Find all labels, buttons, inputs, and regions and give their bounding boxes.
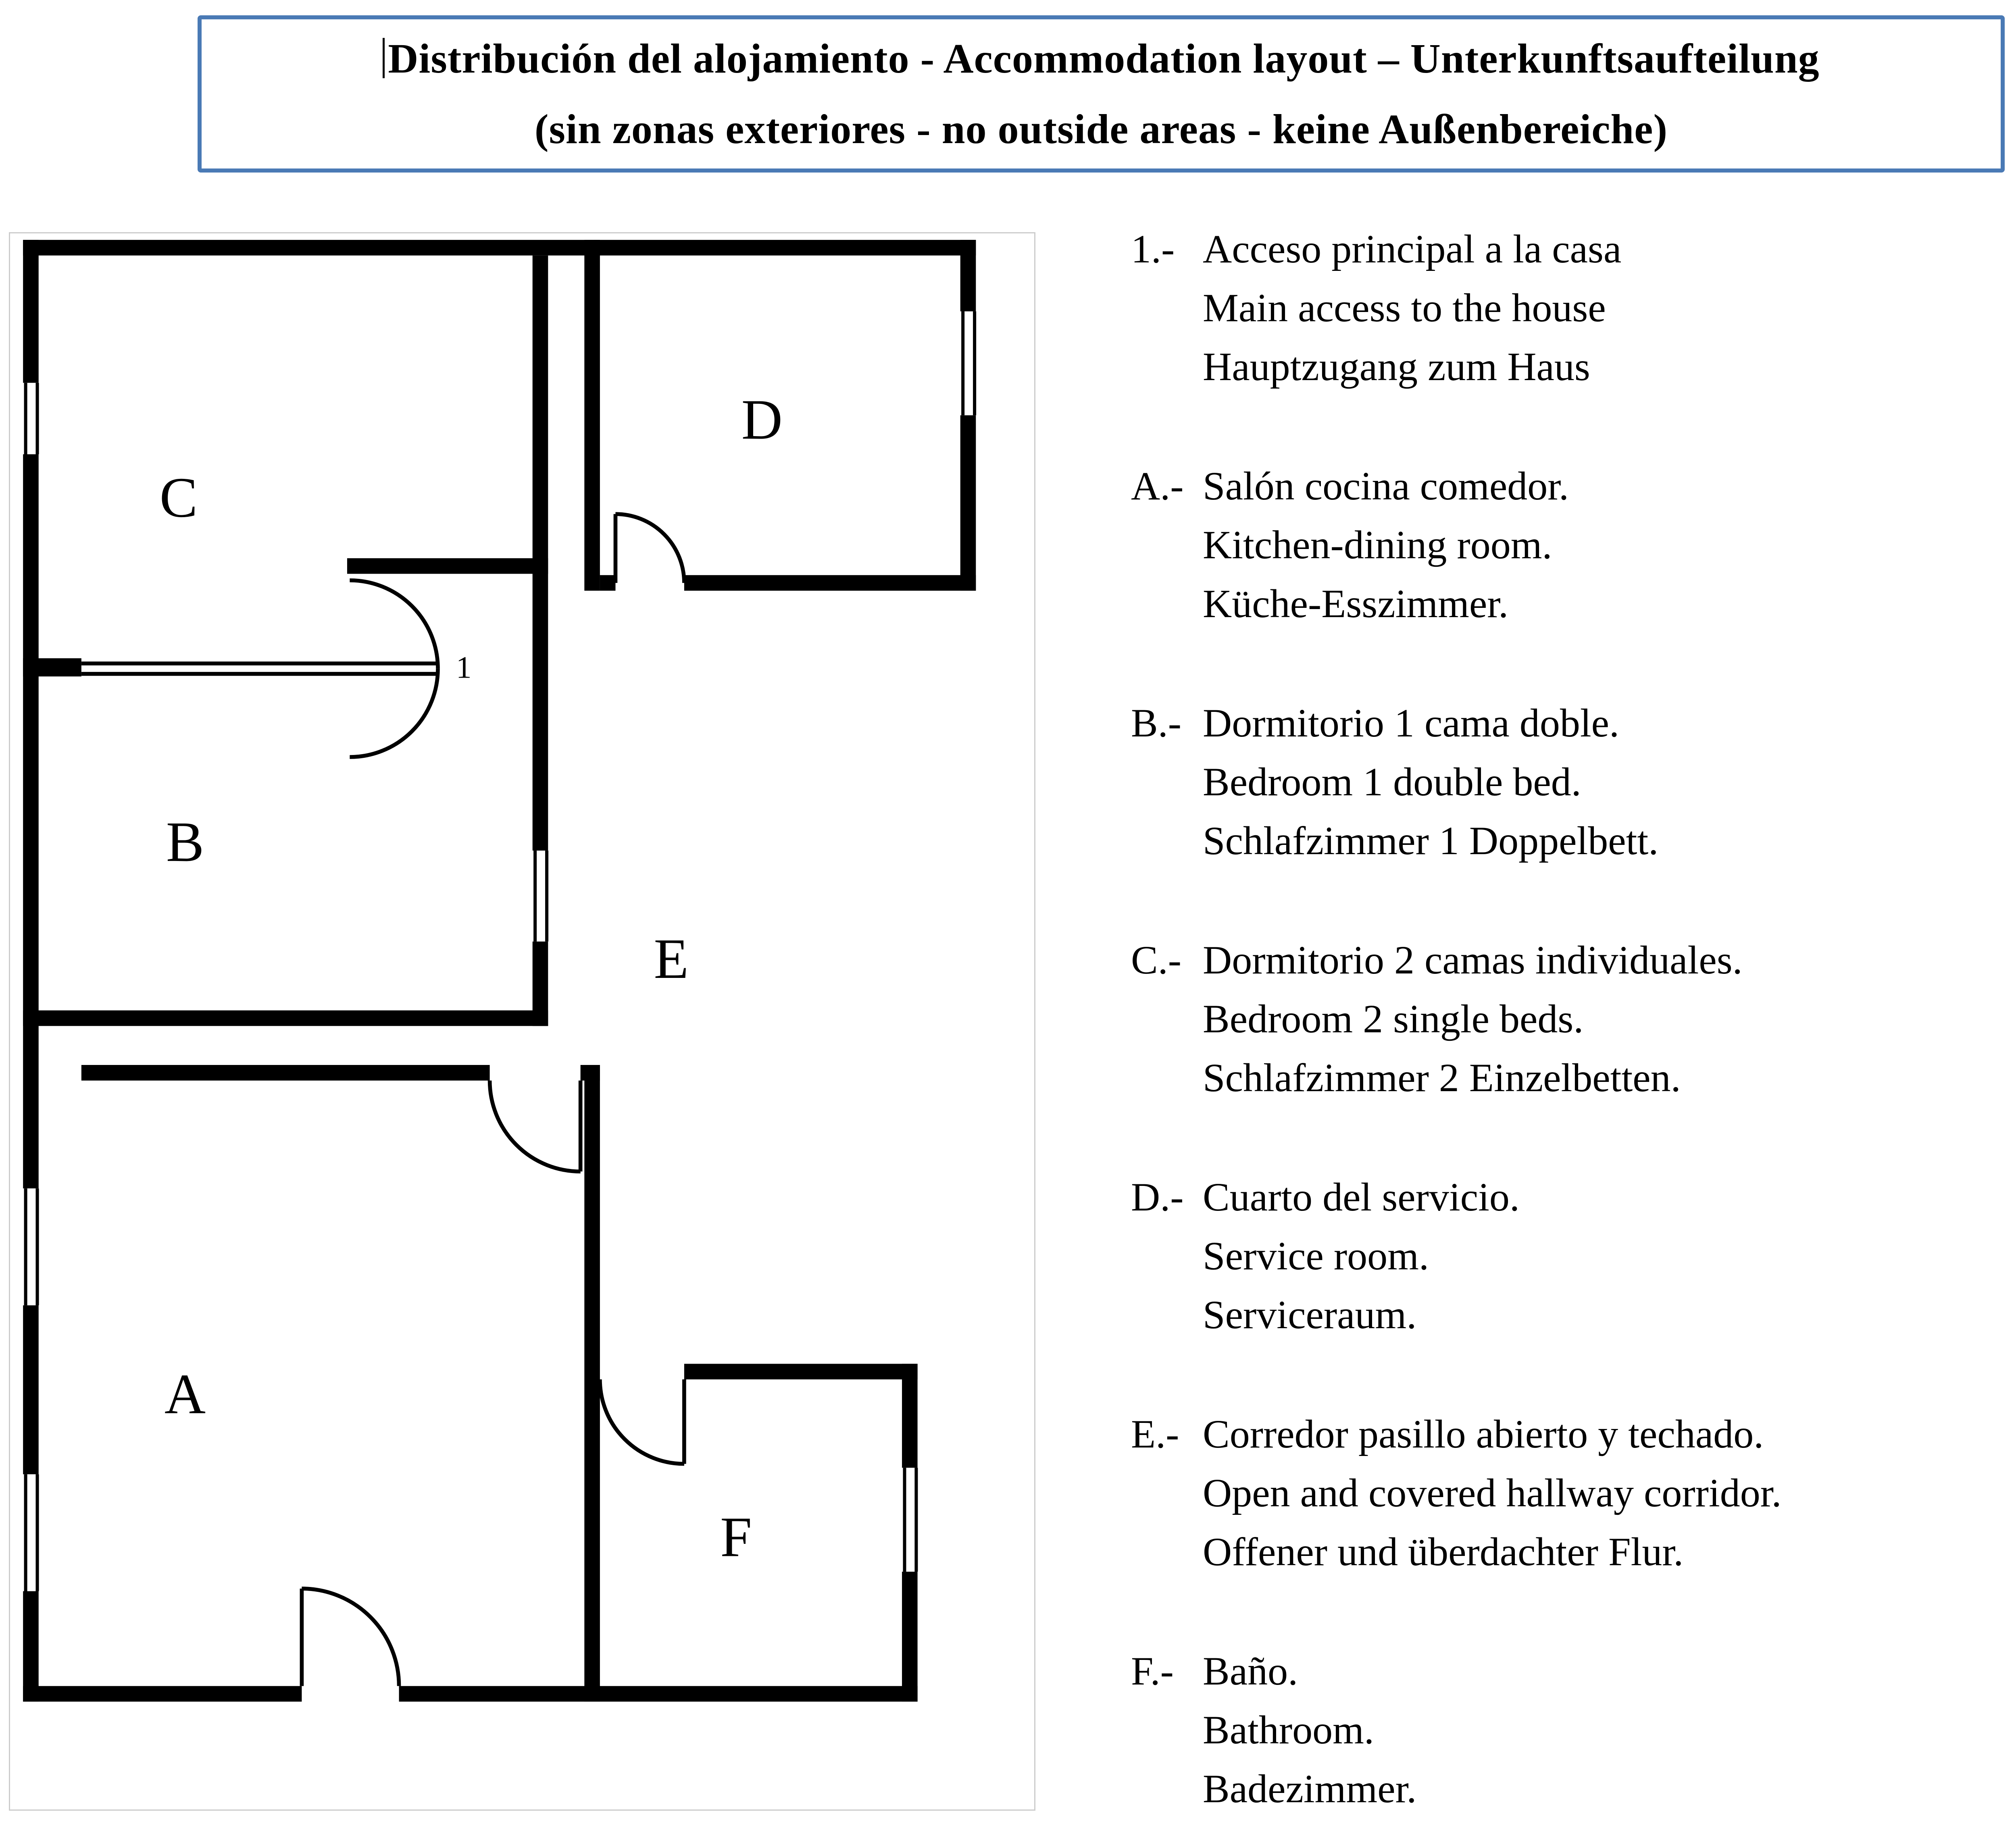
legend-line-es: Baño.: [1203, 1649, 1298, 1693]
room-label-a: A: [165, 1362, 206, 1426]
title-line-1: Distribución del alojamiento - Accommoda…: [383, 23, 1819, 94]
legend-line-es: Salón cocina comedor.: [1203, 464, 1569, 508]
floor-plan-frame: C D B E A F 1: [9, 232, 1035, 1811]
legend-line-de: Küche-Esszimmer.: [1203, 581, 1509, 626]
room-label-c: C: [160, 466, 198, 529]
legend-line-de: Badezimmer.: [1203, 1766, 1417, 1811]
room-label-e: E: [654, 927, 689, 990]
legend-line-en: Bedroom 2 single beds.: [1203, 996, 1584, 1041]
legend-line-en: Service room.: [1203, 1233, 1429, 1278]
floor-plan: C D B E A F 1: [23, 240, 977, 1702]
legend-line-de: Schlafzimmer 2 Einzelbetten.: [1203, 1055, 1681, 1100]
access-marker: 1: [456, 650, 472, 684]
legend-line-en: Bedroom 1 double bed.: [1203, 759, 1581, 804]
partition-lines: [81, 661, 438, 676]
legend-line-es: Corredor pasillo abierto y techado.: [1203, 1412, 1764, 1456]
legend-prefix: B.-: [1131, 701, 1181, 745]
legend-line-de: Hauptzugang zum Haus: [1203, 344, 1590, 389]
walls: [23, 240, 976, 1702]
legend-line-es: Acceso principal a la casa: [1203, 227, 1622, 271]
title-box: Distribución del alojamiento - Accommoda…: [198, 15, 2005, 173]
legend-line-en: Kitchen-dining room.: [1203, 522, 1552, 567]
legend-prefix: 1.-: [1131, 227, 1175, 271]
legend-line-es: Dormitorio 2 camas individuales.: [1203, 938, 1743, 982]
title-text-2: (sin zonas exteriores - no outside areas…: [534, 106, 1668, 152]
legend-item-d: D.- Cuarto del servicio. Service room. S…: [1131, 1168, 2006, 1344]
legend-prefix: D.-: [1131, 1175, 1184, 1219]
legend-prefix: A.-: [1131, 464, 1184, 508]
legend-prefix: E.-: [1131, 1412, 1179, 1456]
legend-item-b: B.- Dormitorio 1 cama doble. Bedroom 1 d…: [1131, 694, 2006, 870]
legend-line-de: Serviceraum.: [1203, 1292, 1417, 1337]
room-label-d: D: [741, 388, 783, 451]
legend-prefix: C.-: [1131, 938, 1181, 982]
legend: 1.- Acceso principal a la casa Main acce…: [1131, 220, 2006, 1826]
room-label-b: B: [166, 810, 204, 873]
legend-line-es: Cuarto del servicio.: [1203, 1175, 1520, 1219]
legend-line-en: Bathroom.: [1203, 1707, 1374, 1752]
legend-line-es: Dormitorio 1 cama doble.: [1203, 701, 1620, 745]
legend-item-access: 1.- Acceso principal a la casa Main acce…: [1131, 220, 2006, 396]
legend-item-f: F.- Baño. Bathroom. Badezimmer.: [1131, 1642, 2006, 1818]
doors: [300, 512, 686, 1686]
title-line-2: (sin zonas exteriores - no outside areas…: [535, 94, 1668, 164]
legend-item-e: E.- Corredor pasillo abierto y techado. …: [1131, 1405, 2006, 1581]
windows: [24, 311, 977, 1591]
legend-line-en: Open and covered hallway corridor.: [1203, 1470, 1782, 1515]
legend-line-de: Schlafzimmer 1 Doppelbett.: [1203, 818, 1659, 863]
text-cursor: [383, 38, 385, 78]
title-text-1: Distribución del alojamiento - Accommoda…: [388, 35, 1820, 82]
room-label-f: F: [720, 1505, 752, 1568]
legend-prefix: F.-: [1131, 1649, 1174, 1693]
legend-item-c: C.- Dormitorio 2 camas individuales. Bed…: [1131, 931, 2006, 1107]
legend-item-a: A.- Salón cocina comedor. Kitchen-dining…: [1131, 457, 2006, 633]
room-labels: C D B E A F 1: [160, 388, 783, 1568]
legend-line-en: Main access to the house: [1203, 285, 1606, 330]
legend-line-de: Offener und überdachter Flur.: [1203, 1529, 1684, 1574]
